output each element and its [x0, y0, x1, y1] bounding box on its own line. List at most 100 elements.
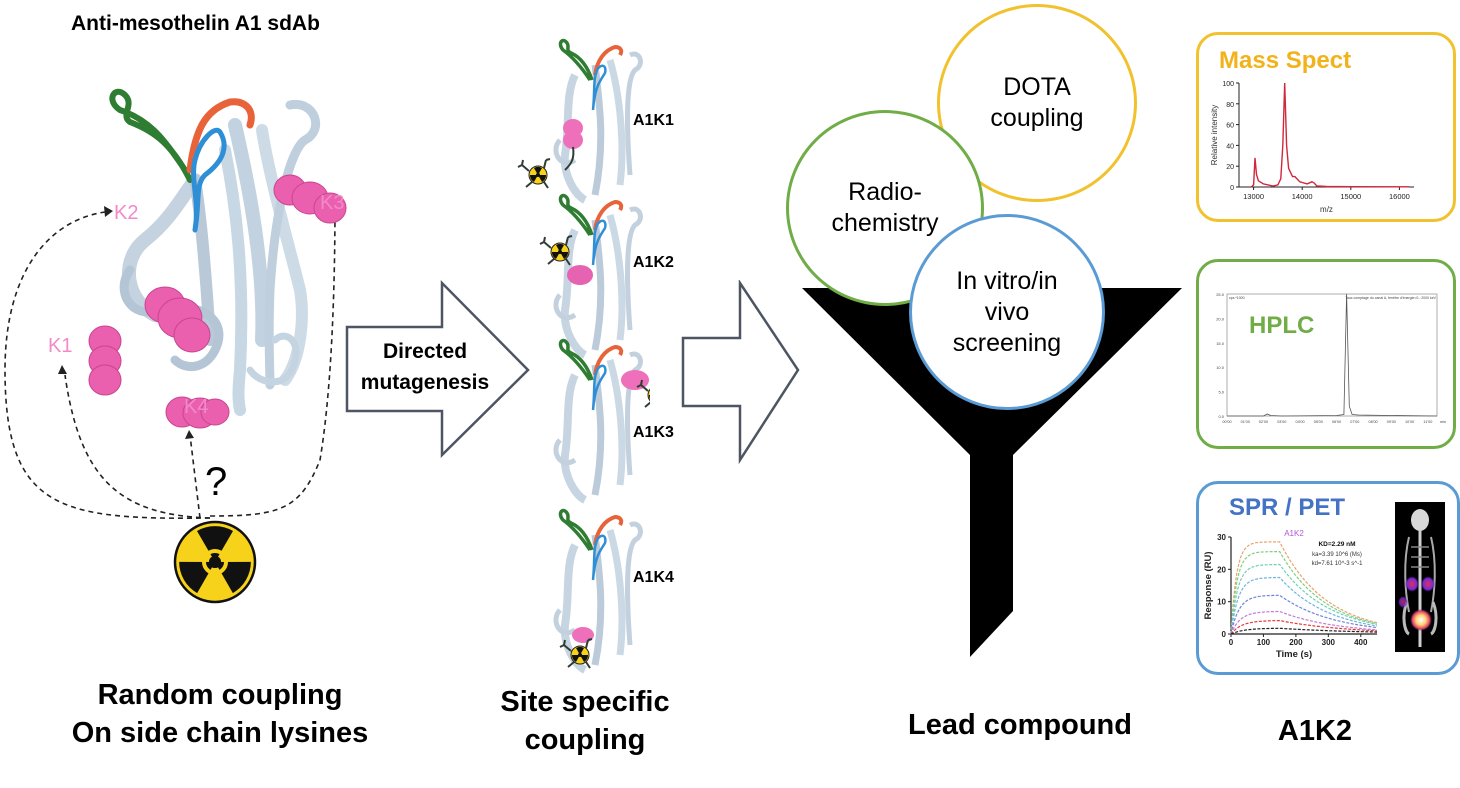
variant-a1k3-structure: [556, 341, 650, 500]
ms-y-tick-label: 100: [1222, 81, 1234, 88]
random-coupling-line1: Random coupling: [97, 679, 343, 711]
spr-curve-c8: [1230, 627, 1378, 635]
hplc-header-left: cps *1000: [1229, 296, 1245, 300]
spr-x-tick-label: 0: [1229, 638, 1234, 647]
spr-curve-c1: [1230, 541, 1378, 635]
variant-a1k2-structure: [539, 196, 640, 355]
ms-x-axis-label: m/z: [1320, 205, 1333, 214]
hplc-y-tick-label: 20.0: [1216, 316, 1225, 321]
site-specific-line2: coupling: [524, 724, 646, 756]
arrow-to-k3: [209, 201, 336, 517]
spr-subtitle: A1K2: [1284, 529, 1304, 538]
spr-curve-c6: [1230, 610, 1378, 635]
hplc-x-tick-label: 10'00: [1405, 420, 1414, 424]
hplc-x-axis-label: min: [1440, 420, 1446, 424]
ms-x-tick-label: 15000: [1340, 192, 1361, 201]
directed-mutagenesis-line2: mutagenesis: [360, 371, 490, 394]
dota-line2: coupling: [990, 104, 1084, 132]
screening-line2: vivo: [984, 297, 1030, 326]
hplc-chart: cps *1000 Taux comptage du canal A, fenêt…: [1216, 292, 1446, 424]
hplc-y-tick-label: 25.0: [1216, 292, 1225, 297]
radiation-icon: [173, 520, 257, 604]
hplc-x-tick-label: 08'00: [1369, 420, 1378, 424]
spr-curve-c3: [1230, 563, 1378, 635]
directed-mutagenesis-arrow: [345, 279, 530, 458]
hplc-x-tick-label: 04'00: [1295, 420, 1304, 424]
ms-spectrum-line: [1250, 82, 1410, 188]
a1k2-label: A1K2: [1277, 715, 1353, 747]
arrow-to-k2: [4, 211, 211, 519]
hplc-y-tick-label: 5.0: [1218, 390, 1224, 395]
spr-y-tick-label: 20: [1217, 565, 1226, 574]
spr-curve-c7: [1230, 620, 1378, 635]
spr-x-tick-label: 200: [1289, 638, 1303, 647]
ms-y-axis-label: Relative intensity: [1210, 105, 1219, 165]
ms-y-tick-label: 0: [1230, 185, 1234, 192]
hplc-title: HPLC: [1249, 312, 1315, 339]
arrow-to-k4: [189, 434, 201, 519]
spr-y-axis-label: Response (RU): [1203, 551, 1214, 619]
arrow-to-k1: [64, 374, 211, 519]
hplc-x-tick-label: 07'00: [1350, 420, 1359, 424]
ms-x-tick-label: 14000: [1292, 192, 1313, 201]
ms-x-tick-label: 13000: [1243, 192, 1264, 201]
spr-x-tick-label: 400: [1354, 638, 1368, 647]
mass-spect-title: Mass Spect: [1219, 47, 1352, 74]
spr-curve-c2: [1230, 551, 1378, 635]
spr-y-tick-label: 30: [1217, 533, 1226, 542]
lead-compound-label: Lead compound: [908, 709, 1132, 741]
variant-label-a1k1: A1K1: [633, 112, 674, 129]
variant-label-a1k2: A1K2: [633, 254, 674, 271]
dota-line1: DOTA: [1003, 73, 1071, 101]
hplc-x-tick-label: 00'00: [1222, 420, 1231, 424]
variant-label-a1k4: A1K4: [633, 569, 674, 586]
site-specific-line1: Site specific: [500, 686, 670, 718]
funnel-icon: [802, 288, 1182, 657]
protein-title: Anti-mesothelin A1 sdAb: [71, 12, 320, 35]
spr-annotation-ka: ka=3.39 10^6 (Ms): [1312, 552, 1362, 558]
radiochemistry-line2: chemistry: [831, 209, 939, 237]
hplc-y-tick-label: 0.0: [1218, 414, 1224, 419]
hplc-x-tick-label: 03'00: [1277, 420, 1286, 424]
variant-structures: [517, 30, 650, 680]
hplc-trace-line: [1227, 293, 1438, 417]
spr-curve-c4: [1230, 576, 1378, 635]
hplc-x-tick-label: 01'00: [1241, 420, 1250, 424]
directed-mutagenesis-line1: Directed: [382, 340, 468, 363]
variant-label-a1k3: A1K3: [633, 424, 674, 441]
lysine-label-k2: K2: [114, 202, 139, 224]
spr-annotation-kd-rate: kd=7.61 10^-3 s^-1: [1312, 561, 1363, 567]
screening-line3: screening: [952, 328, 1062, 357]
spr-x-tick-label: 100: [1257, 638, 1271, 647]
spr-y-tick-label: 10: [1217, 598, 1226, 607]
protein-ribbon: [109, 88, 321, 416]
spr-pet-title: SPR / PET: [1229, 494, 1346, 521]
hplc-header-right: Taux comptage du canal A, fenêtre d'éner…: [1345, 296, 1437, 300]
ms-x-tick-label: 16000: [1389, 192, 1410, 201]
screening-line1: In vitro/in: [956, 266, 1058, 295]
hplc-panel: cps *1000 Taux comptage du canal A, fenêt…: [1196, 259, 1456, 449]
lysine-spheres: [88, 174, 347, 429]
spr-annotation-kd: KD=2.29 nM: [1318, 541, 1355, 548]
hplc-x-tick-label: 09'00: [1387, 420, 1396, 424]
random-coupling-line2: On side chain lysines: [71, 717, 369, 749]
coupling-arrows: [4, 201, 336, 519]
directed-mutagenesis-label: Directed mutagenesis: [350, 336, 500, 398]
screening-arrow: [681, 280, 800, 465]
variant-a1k1-structure: [517, 41, 640, 200]
radiochemistry-line1: Radio-: [848, 178, 922, 206]
hplc-y-tick-label: 15.0: [1216, 341, 1225, 346]
hplc-x-tick-label: 11'00: [1423, 420, 1432, 424]
hplc-x-tick-label: 06'00: [1332, 420, 1341, 424]
hplc-x-tick-label: 02'00: [1259, 420, 1268, 424]
lysine-label-k1: K1: [48, 335, 73, 357]
random-coupling-label: Random coupling On side chain lysines: [40, 676, 400, 752]
lysine-label-k3: K3: [320, 192, 345, 214]
ms-y-tick-label: 60: [1226, 123, 1234, 130]
spr-y-tick-label: 0: [1222, 630, 1227, 639]
